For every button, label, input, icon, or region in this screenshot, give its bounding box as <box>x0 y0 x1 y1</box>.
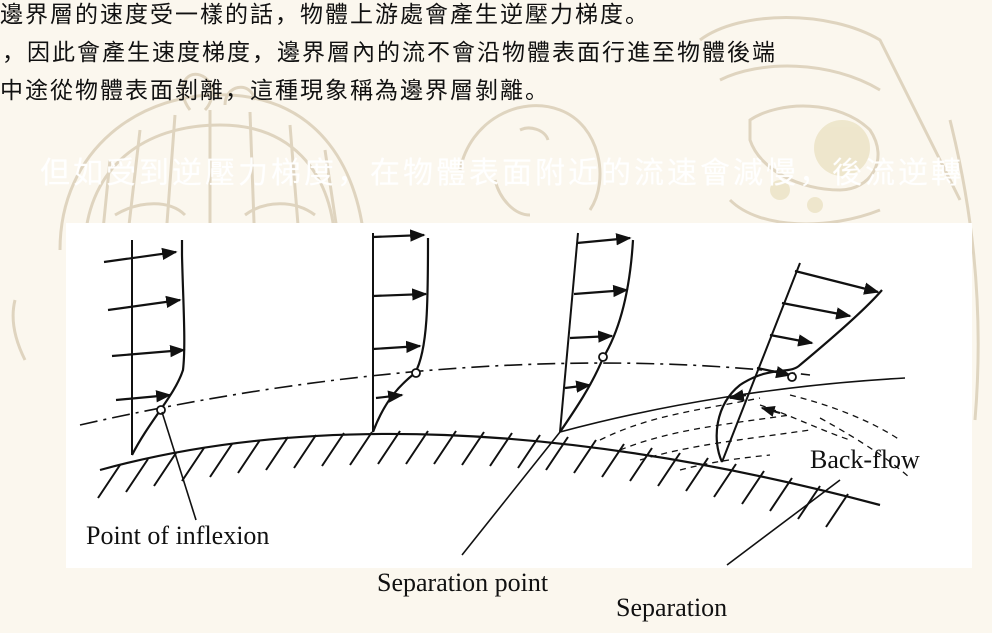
paragraph-text: 邊界層的速度受一樣的話，物體上游處會產生逆壓力梯度。 ，因此會產生速度梯度，邊界… <box>0 0 992 110</box>
velocity-profile-4 <box>715 262 883 463</box>
velocity-profile-2 <box>371 229 430 433</box>
label-back-flow: Back-flow <box>810 445 920 474</box>
text-line-2: ，因此會產生速度梯度，邊界層內的流不會沿物體表面行進至物體後端 <box>2 40 777 66</box>
text-line-1: 邊界層的速度受一樣的話，物體上游處會產生逆壓力梯度。 <box>0 2 650 28</box>
profile2-inflexion-marker <box>411 368 421 378</box>
surface-hatching <box>97 430 849 528</box>
label-separation-point: Separation point <box>377 568 549 597</box>
profile4-inflexion-marker <box>787 372 797 382</box>
velocity-profile-1 <box>103 240 186 456</box>
backflow-swirls <box>599 394 911 479</box>
label-separation: Separation <box>616 593 727 622</box>
overlay-sentence: 但如受到逆壓力梯度，在物體表面附近的流速會減慢，後流逆轉 <box>40 156 964 191</box>
diagram-panel <box>66 223 972 568</box>
backflow-arrow <box>760 405 781 417</box>
separation-streamline <box>559 377 906 433</box>
body-surface-curve <box>99 432 881 507</box>
inflexion-point-marker <box>156 405 166 415</box>
leader-separation-point <box>461 431 561 556</box>
text-line-3: 中途從物體表面剝離，這種現象稱為邊界層剝離。 <box>0 78 550 104</box>
inflexion-locus-line <box>79 362 811 426</box>
leader-separation <box>726 479 841 566</box>
profile3-inflexion-marker <box>598 352 608 362</box>
leader-inflexion <box>161 411 197 521</box>
label-inflexion: Point of inflexion <box>86 521 269 550</box>
velocity-profile-3 <box>559 232 635 433</box>
